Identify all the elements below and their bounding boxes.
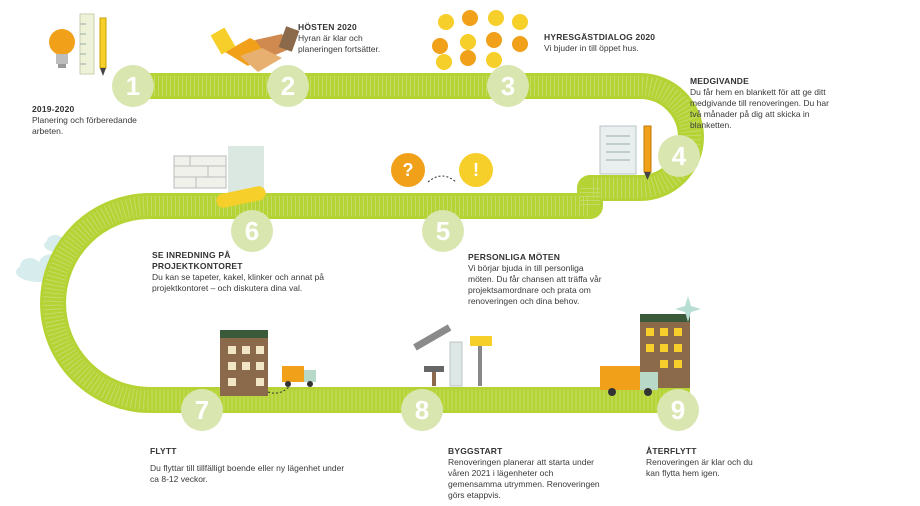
svg-text:8: 8 — [415, 395, 429, 425]
svg-text:?: ? — [403, 160, 414, 180]
step-2-title: Hösten 2020 — [298, 22, 357, 32]
step-3-label: Hyresgästdialog 2020 Vi bjuder in till ö… — [544, 32, 664, 54]
step-5-description: Vi börjar bjuda in till personliga möten… — [468, 263, 602, 306]
step-1-title: 2019-2020 — [32, 104, 75, 114]
svg-text:!: ! — [473, 160, 479, 180]
step-2-label: Hösten 2020 Hyran är klar och planeringe… — [298, 22, 394, 55]
svg-text:9: 9 — [671, 395, 685, 425]
step-9-label: Återflytt Renoveringen är klar och du ka… — [646, 446, 766, 479]
step-3-title: Hyresgästdialog 2020 — [544, 32, 656, 42]
svg-text:7: 7 — [195, 395, 209, 425]
step-4-label: Medgivande Du får hem en blankett för at… — [690, 76, 830, 131]
step-8-description: Renoveringen planerar att starta under v… — [448, 457, 600, 500]
dialogue-heads-icon: ? ! — [391, 153, 493, 187]
milestone-9: 9 — [657, 389, 699, 431]
svg-text:1: 1 — [126, 71, 140, 101]
milestone-4: 4 — [658, 135, 700, 177]
step-7-title: Flytt — [150, 446, 177, 456]
tools-icon — [413, 324, 492, 387]
step-2-description: Hyran är klar och planeringen fortsätter… — [298, 33, 381, 54]
step-4-description: Du får hem en blankett för att ge ditt m… — [690, 87, 829, 130]
step-8-label: Byggstart Renoveringen planerar att star… — [448, 446, 604, 501]
milestone-5: 5 — [422, 210, 464, 252]
step-4-title: Medgivande — [690, 76, 749, 86]
step-7-description: Du flyttar till tillfälligt boende eller… — [150, 463, 345, 484]
building-truck-sparkle-icon — [600, 296, 701, 396]
milestone-2: 2 — [267, 65, 309, 107]
milestone-1: 1 — [112, 65, 154, 107]
step-9-title: Återflytt — [646, 446, 697, 456]
milestone-6: 6 — [231, 210, 273, 252]
tiles-wallpaper-icon — [173, 146, 266, 208]
svg-text:6: 6 — [245, 216, 259, 246]
road-path — [40, 73, 704, 413]
handshake-icon — [210, 26, 300, 72]
step-3-description: Vi bjuder in till öppet hus. — [544, 43, 639, 53]
milestone-3: 3 — [487, 65, 529, 107]
milestone-7: 7 — [181, 389, 223, 431]
step-1-label: 2019-2020 Planering och förberedande arb… — [32, 104, 152, 137]
svg-text:3: 3 — [501, 71, 515, 101]
step-9-description: Renoveringen är klar och du kan flytta h… — [646, 457, 753, 478]
step-8-title: Byggstart — [448, 446, 503, 456]
step-6-description: Du kan se tapeter, kakel, klinker och an… — [152, 272, 324, 293]
building-truck-icon — [220, 330, 316, 396]
lightbulb-ruler-icon — [49, 13, 107, 76]
step-1-description: Planering och förberedande arbeten. — [32, 115, 137, 136]
form-pen-icon — [599, 125, 652, 180]
milestone-8: 8 — [401, 389, 443, 431]
step-7-label: Flytt Du flyttar till tillfälligt boende… — [150, 446, 350, 485]
step-5-label: Personliga möten Vi börjar bjuda in till… — [468, 252, 608, 307]
step-6-label: Se inredning på projektkontoret Du kan s… — [152, 250, 334, 294]
svg-text:2: 2 — [281, 71, 295, 101]
svg-text:5: 5 — [436, 216, 450, 246]
svg-text:4: 4 — [672, 141, 687, 171]
step-6-title: Se inredning på projektkontoret — [152, 250, 243, 271]
step-5-title: Personliga möten — [468, 252, 561, 262]
people-heads-icon — [432, 10, 528, 70]
